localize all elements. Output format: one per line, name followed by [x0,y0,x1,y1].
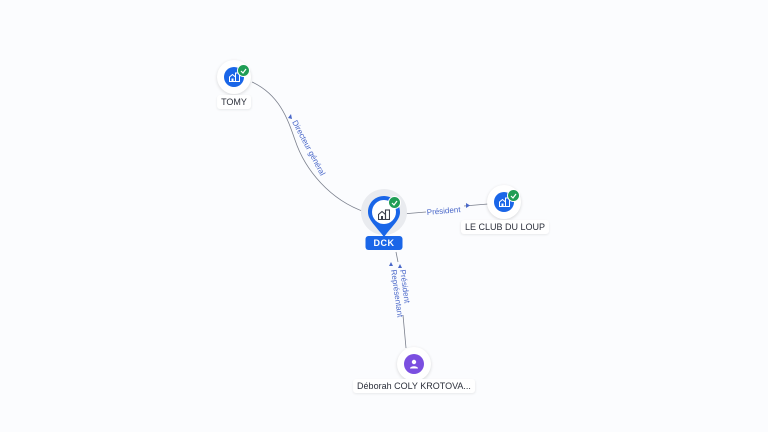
building-icon [377,207,391,225]
verified-check-icon [237,64,250,77]
node-label: Déborah COLY KROTOVA... [353,379,475,393]
edge-label-president: Président [426,205,461,217]
person-icon [404,354,424,374]
node-circle [397,347,431,381]
node-label: LE CLUB DU LOUP [460,220,550,234]
edge-arrow-icon [466,203,470,208]
verified-check-icon [388,196,401,209]
edge-arrow-icon [288,114,292,119]
edge-tomy-dck[interactable] [251,81,366,213]
edge-arrow-icon [398,264,402,268]
central-node-label: DCK [365,236,403,250]
edge-label-directeur-general: Directeur général [290,119,327,178]
edge-deborah-dck[interactable] [395,251,407,349]
node-label: TOMY [217,95,251,109]
edge-arrow-icon [389,262,393,266]
verified-check-icon [507,189,520,202]
